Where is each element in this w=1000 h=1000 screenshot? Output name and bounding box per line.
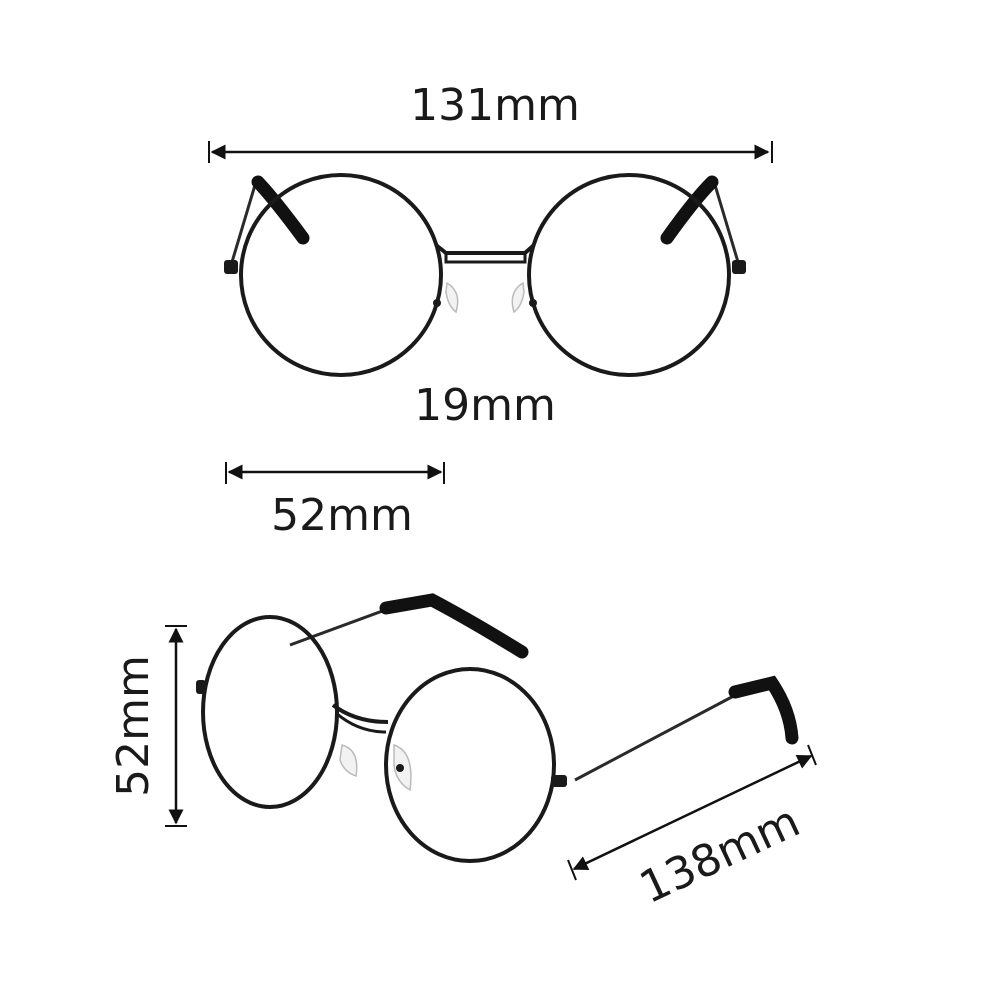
lens-height-label: 52mm — [108, 655, 159, 797]
temple-length-label: 138mm — [632, 796, 807, 914]
lens-width-label: 52mm — [271, 490, 413, 541]
perspective-view-glasses — [196, 593, 799, 863]
front-bridge — [434, 243, 536, 255]
lens-width-dimension: 52mm — [225, 462, 445, 541]
side-right-lens — [384, 667, 556, 863]
front-view-glasses — [224, 173, 746, 377]
total-width-dimension: 131mm — [208, 80, 773, 163]
bridge-width-label: 19mm — [414, 380, 556, 431]
lens-height-dimension: 52mm — [108, 625, 187, 827]
front-right-lens — [527, 173, 731, 377]
temple-length-dimension: 138mm — [567, 744, 817, 914]
front-left-lens — [239, 173, 443, 377]
side-left-lens — [201, 615, 339, 809]
total-width-label: 131mm — [410, 80, 580, 131]
side-bridge — [331, 703, 389, 724]
